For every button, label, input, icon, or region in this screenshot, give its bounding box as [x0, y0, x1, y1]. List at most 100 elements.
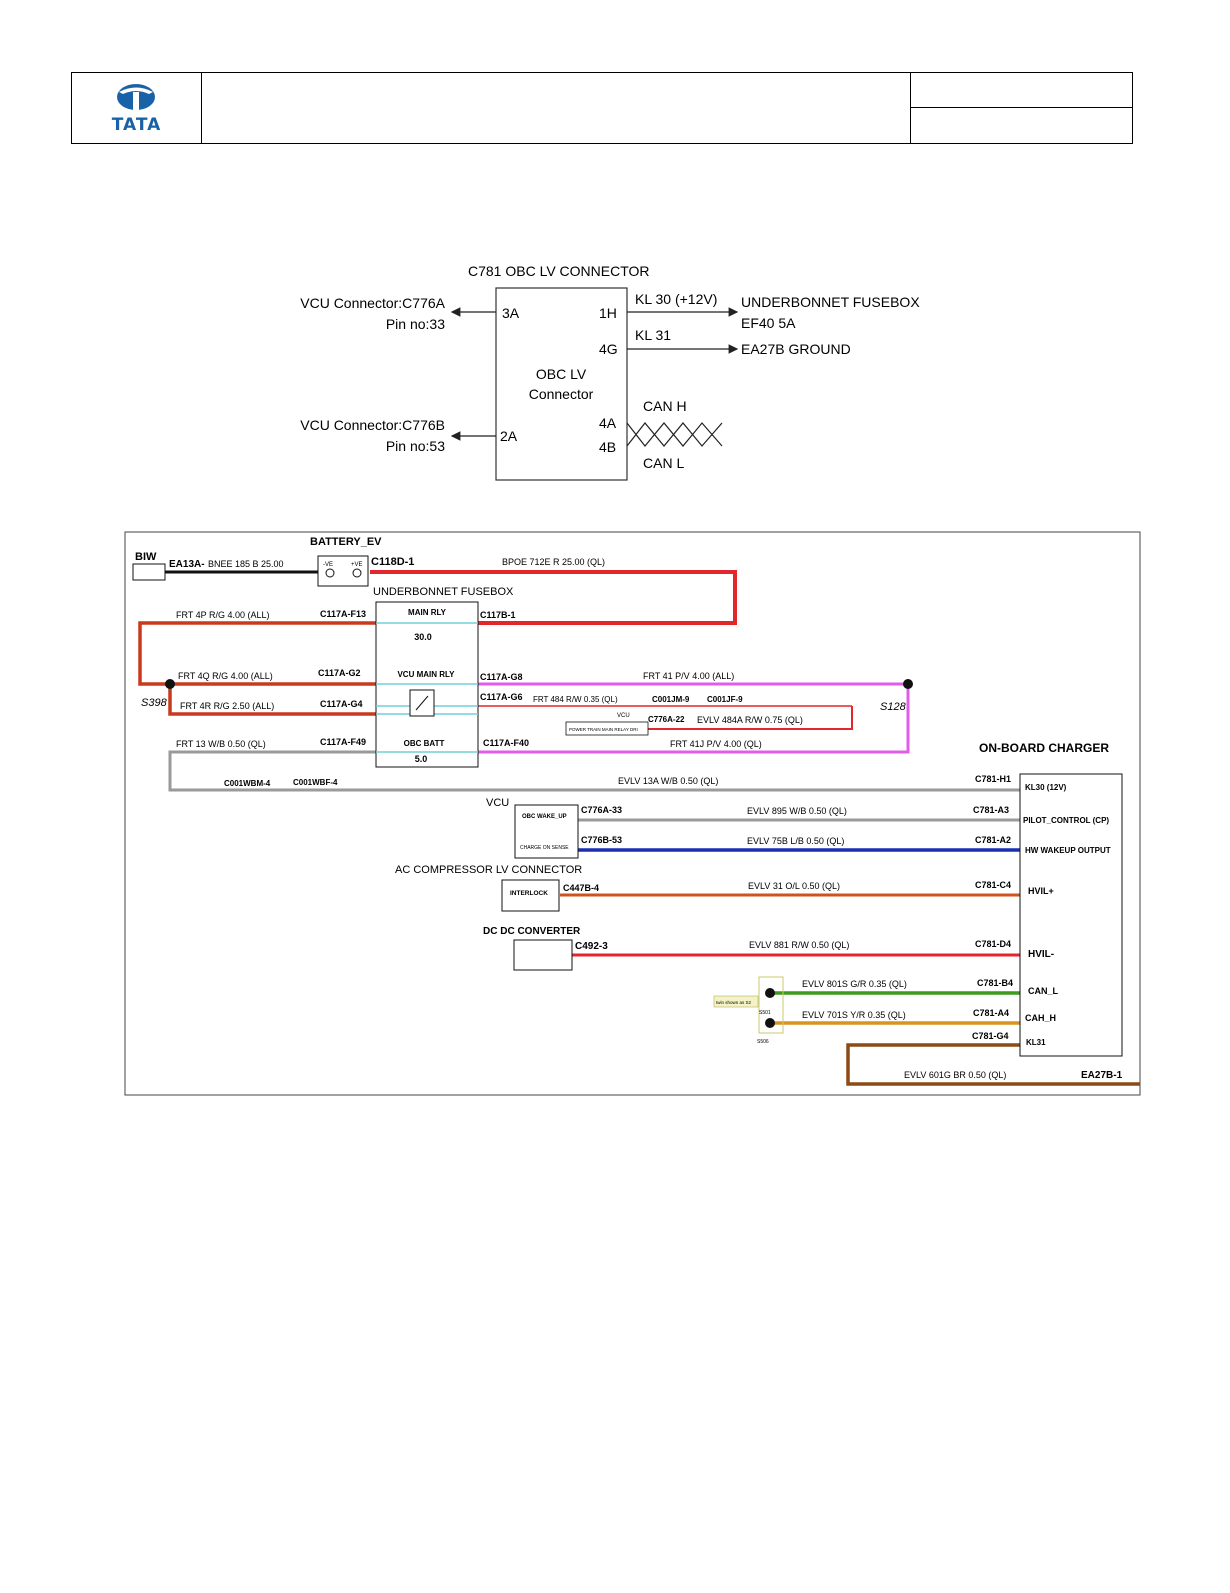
hvil-minus-pin: HVIL- [1028, 949, 1054, 960]
ac-comp-label: AC COMPRESSOR LV CONNECTOR [395, 864, 582, 876]
vcu-label: VCU [486, 797, 509, 809]
vcu-c776b: VCU Connector:C776B [300, 417, 445, 433]
battery-ev-label: BATTERY_EV [310, 536, 382, 548]
kl31-pin: KL31 [1026, 1038, 1046, 1047]
c776a22: C776A-22 [648, 715, 685, 724]
box-label-1: OBC LV [536, 366, 587, 382]
c781-h1: C781-H1 [975, 774, 1011, 784]
pt-relay-box [565, 721, 649, 736]
wiring-schematic: BIW EA13A- BNEE 185 B 25.00 BATTERY_EV -… [124, 531, 1141, 1096]
can-l-pin: CAN_L [1028, 986, 1059, 996]
pt-relay-label: POWER TRAIN MAIN RELAY DRI [569, 727, 638, 732]
header-right-cell [910, 73, 1133, 143]
evlv601g-label: EVLV 601G BR 0.50 (QL) [904, 1070, 1006, 1080]
main-rly-label: MAIN RLY [408, 608, 447, 617]
splice-s501 [765, 988, 775, 998]
twist-note: twin shown as S2 [716, 1000, 752, 1005]
charge-sense-label: CHARGE ON SENSE [520, 845, 569, 851]
battery-neg-label: -VE [323, 562, 333, 568]
block-title: C781 OBC LV CONNECTOR [468, 263, 650, 279]
ea27b-ground: EA27B GROUND [741, 341, 851, 357]
frt4r-label: FRT 4R R/G 2.50 (ALL) [180, 701, 274, 711]
bpoe-wire-label: BPOE 712E R 25.00 (QL) [502, 557, 605, 567]
evlv75b-label: EVLV 75B L/B 0.50 (QL) [747, 836, 844, 846]
biw-label: BIW [135, 551, 157, 563]
frt4p-label: FRT 4P R/G 4.00 (ALL) [176, 610, 270, 620]
ac-comp-box [501, 879, 560, 912]
c117a-g6: C117A-G6 [480, 692, 523, 702]
c118d-label: C118D-1 [371, 556, 414, 568]
evlv701s-label: EVLV 701S Y/R 0.35 (QL) [802, 1010, 906, 1020]
c781-c4: C781-C4 [975, 880, 1011, 890]
evlv484a-label: EVLV 484A R/W 0.75 (QL) [697, 715, 803, 725]
pin-3a: 3A [502, 305, 520, 321]
s501-label: S501 [759, 1010, 771, 1016]
can-l-signal: CAN L [643, 455, 684, 471]
kl30-signal: KL 30 (+12V) [635, 291, 717, 307]
obc-title: ON-BOARD CHARGER [979, 741, 1109, 755]
box-label-2: Connector [529, 386, 594, 402]
splice-s506 [765, 1018, 775, 1028]
c776b53: C776B-53 [581, 835, 622, 845]
obc-lv-connector-box [495, 287, 628, 481]
c117a-g8: C117A-G8 [480, 672, 523, 682]
tata-logo-icon [117, 84, 155, 110]
evlv895-label: EVLV 895 W/B 0.50 (QL) [747, 806, 847, 816]
obc-batt-value: 5.0 [415, 754, 428, 764]
s398-label: S398 [141, 697, 168, 709]
c781-a2: C781-A2 [975, 835, 1011, 845]
c001wbm4: C001WBM-4 [224, 779, 271, 788]
battery-pos-label: +VE [351, 562, 363, 568]
obc-batt-label: OBC BATT [404, 739, 445, 748]
vcu-c776a: VCU Connector:C776A [300, 295, 445, 311]
kl30-12v-pin: KL30 (12V) [1025, 783, 1067, 792]
pin-1h: 1H [599, 305, 617, 321]
kl31-signal: KL 31 [635, 327, 671, 343]
vcu-main-rly-label: VCU MAIN RLY [397, 670, 455, 679]
frt41-label: FRT 41 P/V 4.00 (ALL) [643, 671, 734, 681]
evlv31-label: EVLV 31 O/L 0.50 (QL) [748, 881, 840, 891]
c781-a4: C781-A4 [973, 1008, 1009, 1018]
dcdc-box [513, 939, 573, 971]
c117a-f13: C117A-F13 [320, 609, 366, 619]
splice-s128 [903, 679, 913, 689]
hvil-plus-pin: HVIL+ [1028, 886, 1054, 896]
twist-note-box [713, 995, 759, 1008]
obc-block-diagram: C781 OBC LV CONNECTOR OBC LV Connector 3… [300, 263, 920, 481]
pin-4a: 4A [599, 415, 617, 431]
c001jf9: C001JF-9 [707, 695, 743, 704]
evlv801s-label: EVLV 801S G/R 0.35 (QL) [802, 979, 907, 989]
cah-h-pin: CAH_H [1025, 1013, 1056, 1023]
c117a-g4: C117A-G4 [320, 699, 363, 709]
c776a33: C776A-33 [581, 805, 622, 815]
ea13a-label: EA13A- [169, 559, 205, 570]
s128-label: S128 [880, 701, 907, 713]
on-board-charger-box [1019, 773, 1123, 1057]
vcu-box [514, 804, 579, 859]
interlock-label: INTERLOCK [510, 890, 548, 897]
frt4q-label: FRT 4Q R/G 4.00 (ALL) [178, 671, 273, 681]
evlv13a-label: EVLV 13A W/B 0.50 (QL) [618, 776, 718, 786]
twisted-pair-icon [626, 422, 723, 447]
c117a-g2: C117A-G2 [318, 668, 361, 678]
hw-wakeup-pin: HW WAKEUP OUTPUT [1025, 846, 1111, 855]
fusebox-label: UNDERBONNET FUSEBOX [373, 586, 514, 598]
main-rly-value: 30.0 [414, 632, 432, 642]
pin-no-33: Pin no:33 [386, 316, 445, 332]
pin-no-53: Pin no:53 [386, 438, 445, 454]
c781-b4: C781-B4 [977, 978, 1013, 988]
c781-d4: C781-D4 [975, 939, 1011, 949]
c781-g4: C781-G4 [972, 1031, 1009, 1041]
frt484-label: FRT 484 R/W 0.35 (QL) [533, 695, 618, 704]
s506-label: S506 [757, 1039, 769, 1045]
can-h-signal: CAN H [643, 398, 687, 414]
pin-4g: 4G [599, 341, 618, 357]
evlv881-label: EVLV 881 R/W 0.50 (QL) [749, 940, 849, 950]
ef40-5a: EF40 5A [741, 315, 796, 331]
c001jm9: C001JM-9 [652, 695, 690, 704]
c447b4: C447B-4 [563, 883, 599, 893]
splice-s398 [165, 679, 175, 689]
vcu-small-label: VCU [617, 713, 630, 719]
header-table: TATA [71, 72, 1133, 144]
biw-ground-icon [132, 563, 166, 581]
